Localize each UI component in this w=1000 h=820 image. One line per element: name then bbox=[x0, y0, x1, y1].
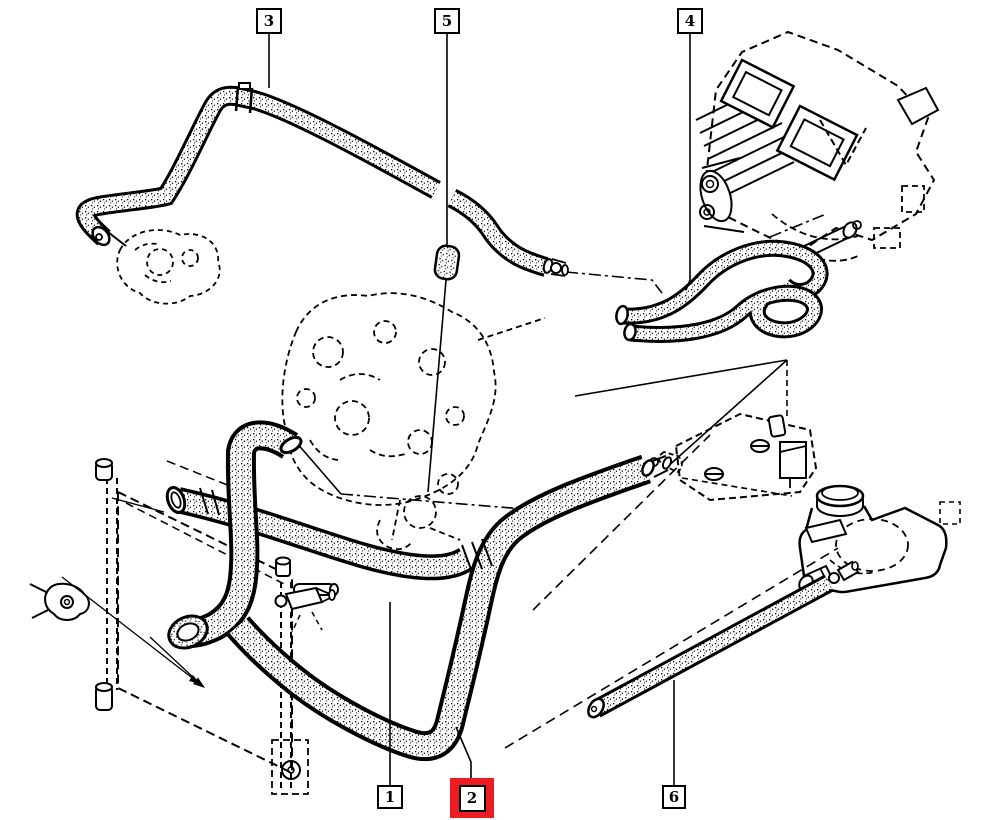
hose-1 bbox=[167, 420, 303, 650]
leader-lines bbox=[166, 213, 839, 749]
callout-2-highlight: 2 bbox=[450, 778, 494, 818]
callout-leader-lines bbox=[268, 34, 691, 785]
callout-2[interactable]: 2 bbox=[458, 784, 486, 812]
radiator-bracket bbox=[29, 497, 205, 688]
callout-1[interactable]: 1 bbox=[377, 785, 403, 809]
callout-6[interactable]: 6 bbox=[662, 785, 686, 809]
callout-4[interactable]: 4 bbox=[677, 8, 703, 34]
hose-4 bbox=[615, 239, 829, 343]
grommet-5 bbox=[433, 244, 461, 281]
hose-3 bbox=[75, 82, 569, 277]
heater-unit bbox=[695, 30, 940, 262]
hose-6 bbox=[587, 560, 860, 719]
hose-2 bbox=[226, 454, 673, 762]
oil-cooler bbox=[649, 412, 818, 502]
engine-block bbox=[281, 292, 546, 551]
coolant-sensor bbox=[274, 586, 336, 633]
thermostat-housing bbox=[116, 229, 221, 305]
callout-3[interactable]: 3 bbox=[256, 8, 282, 34]
hose-2-upper bbox=[165, 485, 474, 581]
expansion-tank bbox=[779, 441, 961, 594]
callout-5[interactable]: 5 bbox=[434, 8, 460, 34]
